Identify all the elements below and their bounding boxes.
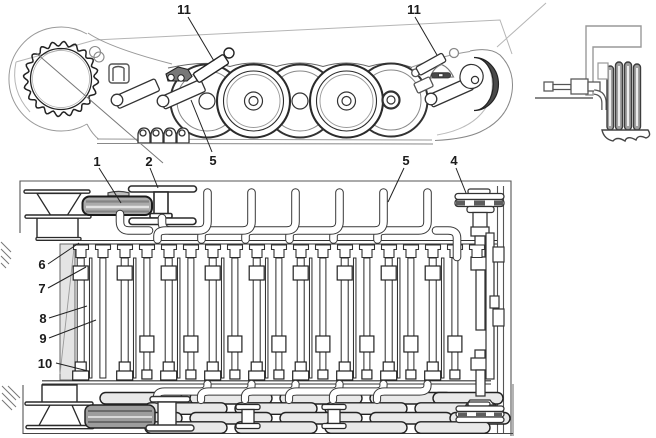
svg-text:5: 5 bbox=[402, 153, 409, 168]
svg-text:9: 9 bbox=[39, 331, 46, 346]
svg-text:10: 10 bbox=[38, 356, 52, 371]
svg-text:1: 1 bbox=[93, 154, 100, 169]
svg-text:11: 11 bbox=[177, 2, 191, 17]
svg-text:4: 4 bbox=[450, 153, 458, 168]
svg-text:11: 11 bbox=[407, 2, 421, 17]
svg-text:2: 2 bbox=[145, 154, 152, 169]
svg-text:6: 6 bbox=[38, 257, 45, 272]
svg-text:8: 8 bbox=[39, 311, 46, 326]
svg-text:5: 5 bbox=[209, 153, 216, 168]
svg-text:7: 7 bbox=[38, 281, 45, 296]
